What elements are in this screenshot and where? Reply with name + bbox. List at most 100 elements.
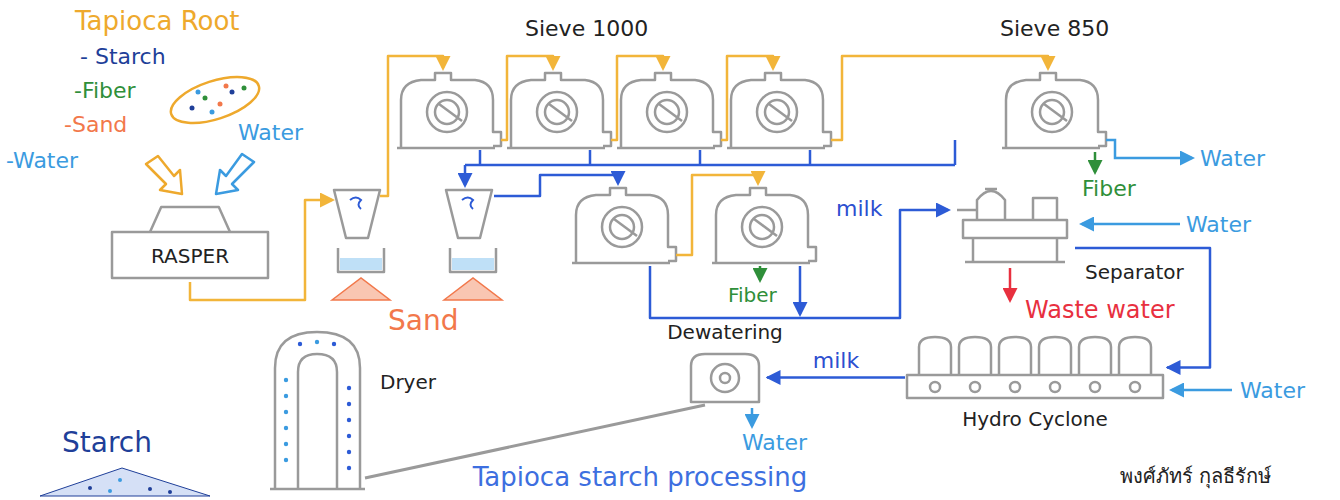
root-dot xyxy=(196,90,201,95)
machine-outline xyxy=(965,238,1065,262)
machine-outline xyxy=(284,426,288,430)
output-label: Fiber xyxy=(1082,176,1136,202)
machine-outline xyxy=(930,382,940,392)
dewatering-machine-outline xyxy=(685,350,765,405)
machine-outline xyxy=(985,188,997,191)
output-label: Water xyxy=(1200,146,1265,172)
milk-line xyxy=(799,266,802,314)
output-label: Fiber xyxy=(728,283,777,307)
slurry-line xyxy=(611,56,663,140)
signature: พงศ์ภัทร์ กุลธีรักษ์ xyxy=(1120,464,1271,488)
water-line xyxy=(1082,223,1180,226)
output-label: Sand xyxy=(388,304,458,338)
slurry-line xyxy=(501,56,553,140)
machine-outline xyxy=(1079,337,1111,375)
sieve xyxy=(397,73,501,148)
swirl xyxy=(350,198,361,210)
machine-outline xyxy=(284,378,288,382)
sand-tray xyxy=(450,248,496,272)
machine-outline xyxy=(298,354,337,490)
slurry-line xyxy=(721,56,773,140)
machine-outline xyxy=(284,458,288,462)
ingredient-item: - Starch xyxy=(80,44,166,70)
flow-label: milk xyxy=(836,196,882,222)
root-dot xyxy=(190,106,195,111)
input-arrow xyxy=(146,156,182,194)
machine-outline xyxy=(1039,337,1071,375)
slurry-line xyxy=(380,56,443,196)
machine-outline xyxy=(959,337,991,375)
hydrocyclone-machine: Hydro Cyclone xyxy=(905,335,1165,400)
machine-outline xyxy=(284,442,288,446)
input-label: Water xyxy=(238,120,303,146)
sieve xyxy=(727,73,831,148)
dryer-machine-outline xyxy=(270,330,365,490)
machine-outline xyxy=(150,207,230,232)
rasper-box-outline xyxy=(110,205,270,280)
root-dot xyxy=(224,84,229,89)
machine-outline xyxy=(347,418,351,422)
sand-trap xyxy=(446,190,492,238)
machine-outline xyxy=(691,354,759,402)
waste-arrow xyxy=(1009,268,1012,300)
machine-outline xyxy=(1130,382,1140,392)
ingredient-item: -Fiber xyxy=(74,78,136,104)
flow-connector xyxy=(767,376,905,379)
machine-outline xyxy=(977,191,1005,220)
root-dot xyxy=(218,102,223,107)
rasper-box: RASPER xyxy=(110,205,270,280)
starch-dot xyxy=(88,486,92,490)
ingredient-item: -Water xyxy=(6,148,78,174)
machine-outline xyxy=(999,337,1031,375)
output-label: Water xyxy=(742,430,807,456)
water-line xyxy=(1172,389,1232,392)
dewatering-machine: Dewatering xyxy=(685,350,765,405)
machine-outline xyxy=(1010,382,1020,392)
fiber-arrow xyxy=(759,266,762,280)
input-arrow xyxy=(216,154,254,194)
machine-outline xyxy=(332,342,336,346)
machine-outline xyxy=(919,337,951,375)
machine-outline xyxy=(275,332,360,490)
machine-outline xyxy=(720,373,730,383)
hydrocyclone-machine-outline xyxy=(905,335,1165,400)
ingredient-item: -Sand xyxy=(64,112,127,138)
starch-pile xyxy=(40,468,210,496)
machine-outline xyxy=(270,488,365,491)
flow-label: milk xyxy=(810,347,862,373)
milk-line xyxy=(494,175,618,196)
machine-outline xyxy=(315,340,319,344)
machine-outline xyxy=(907,375,1163,398)
machine-outline xyxy=(711,364,739,392)
starch-dot xyxy=(168,490,172,494)
milk-line xyxy=(464,165,467,185)
machine-outline xyxy=(284,394,288,398)
ingredient-heading: Tapioca Root xyxy=(75,6,240,37)
sieve xyxy=(712,188,816,263)
machine-outline xyxy=(298,342,302,346)
machine-outline xyxy=(1033,198,1057,220)
machine-outline xyxy=(347,450,351,454)
sieve xyxy=(572,188,676,263)
product-label: Starch xyxy=(62,426,152,460)
starch-dot xyxy=(148,487,152,491)
slurry-line xyxy=(831,56,1048,140)
root-dot xyxy=(210,110,215,115)
machine-outline xyxy=(1119,337,1151,375)
sand-pile xyxy=(444,278,502,300)
machine-outline xyxy=(970,382,980,392)
diagram-caption: Tapioca starch processing xyxy=(473,462,808,493)
machine-name: Dryer xyxy=(380,370,436,394)
input-label: Water xyxy=(1240,378,1305,404)
machine-name: Hydro Cyclone xyxy=(962,407,1108,431)
milk-manifold xyxy=(465,140,955,165)
root-dot xyxy=(230,90,235,95)
machine-outline xyxy=(347,466,351,470)
output-label: Waste water xyxy=(1025,296,1175,325)
sieve xyxy=(507,73,611,148)
sieve-label: Sieve 1000 xyxy=(525,16,648,42)
fiber-arrow xyxy=(1094,152,1097,172)
milk-line xyxy=(650,210,948,318)
machine-outline xyxy=(1090,382,1100,392)
separator-machine: Separator xyxy=(955,180,1075,265)
